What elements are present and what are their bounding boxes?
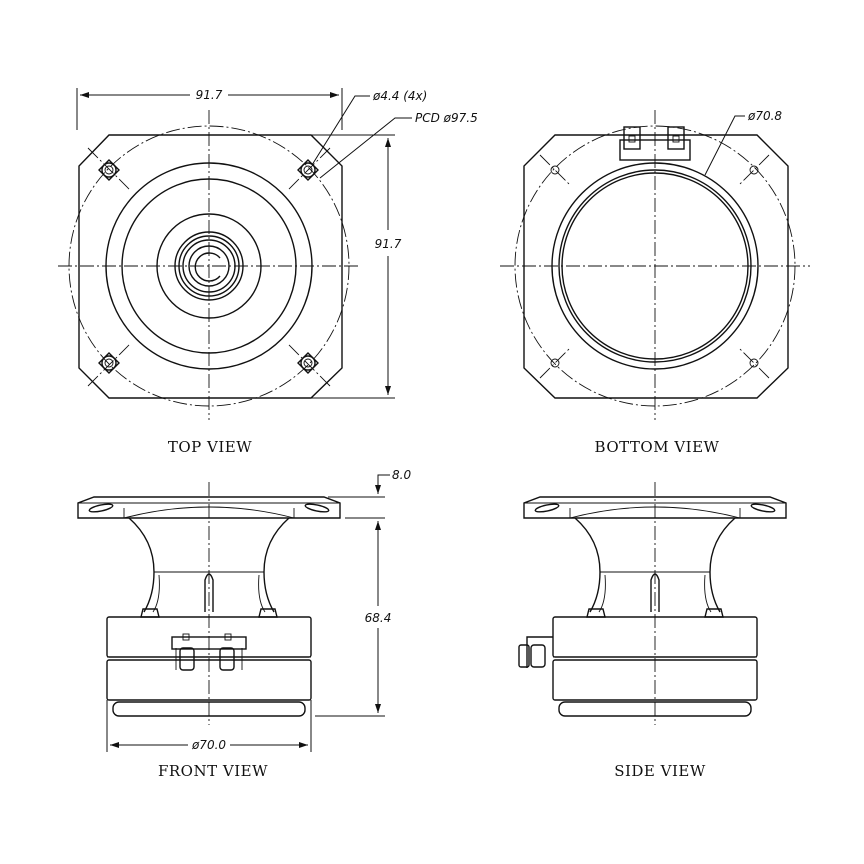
top-width-dimension: 91.7 (196, 88, 223, 102)
top-view-title: TOP VIEW (168, 438, 252, 456)
base-diameter-dimension: ø70.0 (191, 738, 226, 752)
top-height-dimension: 91.7 (375, 237, 402, 251)
height-dimension: 68.4 (365, 611, 392, 625)
bottom-view-title: BOTTOM VIEW (595, 438, 720, 456)
side-view-title: SIDE VIEW (614, 762, 706, 780)
front-view-title: FRONT VIEW (158, 762, 268, 780)
hole-diameter-callout: ø4.4 (4x) (372, 89, 427, 103)
terminal-block (619, 126, 691, 161)
top-view: 91.7 91.7 ø4.4 (4x) PCD ø97.5 TOP VIEW (58, 88, 478, 456)
bottom-diameter-callout: ø70.8 (747, 109, 782, 123)
bottom-view: ø70.8 BOTTOM VIEW (500, 109, 810, 456)
side-view: SIDE VIEW (518, 482, 787, 780)
mounting-hole (98, 159, 120, 181)
flange-thickness-dimension: 8.0 (392, 468, 411, 482)
front-terminals (171, 633, 247, 671)
side-terminal (518, 636, 553, 668)
pcd-callout: PCD ø97.5 (415, 111, 478, 125)
front-view: 8.0 68.4 ø70.0 FRONT VIEW (77, 468, 411, 780)
mounting-hole (297, 352, 319, 374)
